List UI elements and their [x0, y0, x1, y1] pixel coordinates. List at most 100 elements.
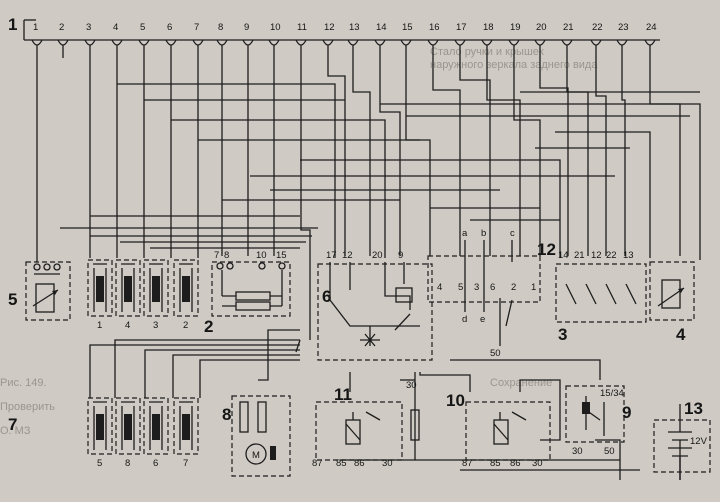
svg-text:13: 13	[623, 250, 634, 261]
svg-text:M: M	[252, 450, 260, 461]
relay-top-2-coil	[182, 276, 190, 302]
relay-top-4-wires	[121, 263, 135, 312]
svg-text:b: b	[481, 228, 486, 239]
svg-text:Рис. 149.: Рис. 149.	[0, 377, 47, 389]
block-4: 4	[649, 261, 695, 344]
svg-text:30: 30	[382, 458, 393, 469]
terminal-14	[374, 39, 386, 52]
terminal-label-15: 15	[402, 22, 413, 33]
svg-text:30: 30	[406, 380, 417, 391]
block-8: M 8	[222, 395, 291, 477]
svg-text:О. МЗ: О. МЗ	[0, 425, 31, 437]
block-9-label: 9	[622, 403, 631, 422]
block-10-label: 10	[446, 391, 465, 410]
block-10: 10 87 85 86 30	[446, 391, 551, 469]
terminal-label-8: 8	[218, 22, 223, 33]
relay-bottom-5-label: 5	[97, 458, 102, 469]
svg-text:15/34: 15/34	[600, 388, 624, 399]
relay-bottom-7-wires	[179, 401, 193, 450]
relay-top-3-label: 3	[153, 320, 158, 331]
block-6: 6 17 12 20 9	[317, 250, 433, 361]
terminal-label-17: 17	[456, 22, 467, 33]
svg-text:4: 4	[437, 282, 442, 293]
terminal-label-20: 20	[536, 22, 547, 33]
relay-bottom-6-coil	[152, 414, 160, 440]
svg-text:9: 9	[398, 250, 403, 261]
svg-text:85: 85	[490, 458, 501, 469]
terminal-label-11: 11	[297, 22, 307, 33]
svg-text:86: 86	[354, 458, 365, 469]
block-13-label: 13	[684, 399, 703, 418]
relay-bottom-6-wires	[149, 401, 163, 450]
block-8-label: 8	[222, 405, 231, 424]
relay-top-3-coil	[152, 276, 160, 302]
terminal-label-2: 2	[59, 22, 64, 33]
terminal-5	[138, 39, 150, 52]
relay-bottom-8-wires	[121, 401, 135, 450]
terminal-label-5: 5	[140, 22, 145, 33]
terminal-16	[427, 39, 439, 52]
svg-text:8: 8	[224, 250, 229, 261]
svg-text:14: 14	[558, 250, 569, 261]
svg-text:a: a	[462, 228, 468, 239]
relay-top-2-wires	[179, 263, 193, 312]
block-11-label: 11	[334, 385, 352, 404]
terminal-label-9: 9	[244, 22, 249, 33]
svg-text:1: 1	[531, 282, 536, 293]
relay-bottom-5-coil	[96, 414, 104, 440]
block-5-label: 5	[8, 290, 17, 309]
terminal-label-24: 24	[646, 22, 657, 33]
relay-bottom-6-label: 6	[153, 458, 158, 469]
terminal-17	[454, 39, 466, 52]
relay-top-3-wires	[149, 263, 163, 312]
terminal-3	[84, 39, 96, 52]
block-2: 2 7 8 10 15	[204, 250, 291, 336]
relay-top-2-frame	[173, 259, 199, 317]
terminal-11	[295, 39, 307, 52]
block-12-label: 12	[537, 240, 556, 259]
terminal-label-14: 14	[376, 22, 387, 33]
relay-bottom-7-frame	[173, 397, 199, 455]
terminal-label-13: 13	[349, 22, 360, 33]
svg-text:3: 3	[474, 282, 479, 293]
svg-text:87: 87	[462, 458, 473, 469]
svg-text:2: 2	[511, 282, 516, 293]
terminal-label-4: 4	[113, 22, 118, 33]
block-6-label: 6	[322, 287, 331, 306]
terminal-label-6: 6	[167, 22, 172, 33]
relay-top-1-coil	[96, 276, 104, 302]
terminal-label-3: 3	[86, 22, 91, 33]
terminal-21	[561, 39, 573, 52]
terminal-7	[192, 39, 204, 52]
svg-text:e: e	[480, 314, 485, 325]
terminal-10	[268, 39, 280, 52]
svg-text:21: 21	[574, 250, 585, 261]
block-1-label: 1	[8, 15, 17, 34]
svg-text:12: 12	[342, 250, 353, 261]
svg-text:Проверить: Проверить	[0, 401, 55, 413]
block-13: 13 12V	[653, 399, 711, 480]
svg-text:87: 87	[312, 458, 323, 469]
block-7-label: 7	[8, 415, 17, 434]
relay-bottom-6-frame	[143, 397, 169, 455]
terminal-label-1: 1	[33, 22, 38, 33]
svg-text:86: 86	[510, 458, 521, 469]
terminal-label-18: 18	[483, 22, 494, 33]
svg-text:50: 50	[604, 446, 615, 457]
block-2-label: 2	[204, 317, 213, 336]
svg-text:10: 10	[256, 250, 267, 261]
relay-top-4-coil	[124, 276, 132, 302]
svg-text:22: 22	[606, 250, 617, 261]
svg-text:c: c	[510, 228, 515, 239]
svg-text:5: 5	[458, 282, 463, 293]
svg-text:7: 7	[214, 250, 219, 261]
terminal-label-23: 23	[618, 22, 629, 33]
terminal-2	[57, 39, 69, 52]
block-4-label: 4	[676, 325, 686, 344]
terminal-24	[644, 39, 656, 52]
block-9: 15/34 9 30 50	[565, 385, 631, 457]
